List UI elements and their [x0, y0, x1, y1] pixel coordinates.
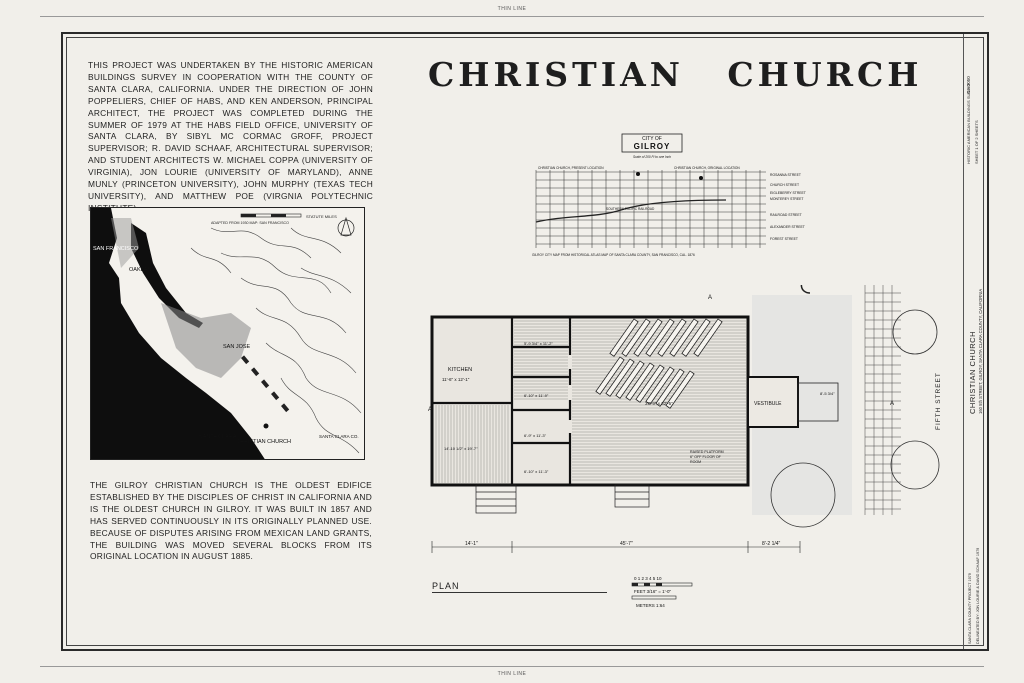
dimension-middle: 45'-7"	[620, 541, 633, 547]
tb-survey-number: CA-2050	[966, 76, 971, 94]
city-map-caption: GILROY CITY MAP FROM HISTORICAL ATLAS MA…	[532, 253, 695, 257]
sheet-frame	[61, 32, 989, 651]
pew	[645, 318, 675, 357]
floor-plan: A A A KITCHEN 11'-6" x 12'-1" VESTIBULE …	[420, 274, 940, 575]
tb-address: 160 5th STREET, GILROY, SANTA CLARA COUN…	[978, 288, 983, 414]
label-santa-clara-county: SANTA CLARA CO.	[319, 434, 359, 439]
pew	[665, 370, 695, 409]
dimension-right: 8'-2 1/4"	[762, 541, 781, 547]
room-dimension: 6'-9" x 11'-3"	[524, 433, 547, 438]
pew	[657, 318, 687, 357]
section-marker-a: A	[428, 407, 432, 413]
map-credit-note: ADAPTED FROM 1930 MAP: SAN FRANCISCO	[211, 221, 289, 225]
tb-building-name: CHRISTIAN CHURCH	[968, 331, 977, 414]
street-label: CHURCH STREET	[770, 183, 799, 187]
tb-project: SANTA CLARA COUNTY PROJECT 1979	[968, 573, 972, 644]
pew	[681, 318, 711, 357]
street-label: MONTEREY STREET	[770, 197, 803, 201]
rule-bottom	[40, 666, 984, 667]
railroad-line	[535, 199, 727, 223]
original-location-marker	[699, 176, 703, 180]
rule-top	[40, 16, 984, 17]
pew	[609, 318, 639, 357]
street-label: RAILROAD STREET	[770, 213, 802, 217]
sanctuary-dimension: 37'-9" x 32'-5"	[645, 401, 673, 406]
label-christian-church: CHRISTIAN CHURCH	[236, 439, 291, 445]
scale-feet-label: FEET 3/16" = 1'-0"	[634, 589, 672, 594]
street-label: FOREST STREET	[770, 237, 798, 241]
present-location-marker	[636, 172, 640, 176]
label-santa-clara: SANTA CLARA	[199, 434, 237, 440]
dimension-left: 14'-1"	[465, 541, 478, 547]
street-label: ROSANNA STREET	[770, 173, 801, 177]
label-san-jose: SAN JOSE	[223, 344, 251, 350]
street-label: ALEXANDER STREET	[770, 225, 805, 229]
label-san-francisco: SAN FRANCISCO	[93, 246, 139, 252]
pew	[669, 318, 699, 357]
pew	[645, 366, 675, 405]
city-map-original-label: CHRISTIAN CHURCH, ORIGINAL LOCATION	[674, 166, 740, 170]
section-marker-a: A	[890, 401, 894, 407]
plan-label: PLAN	[432, 581, 460, 591]
city-map: CITY OF GILROY Scale of 200 Ft to one In…	[526, 130, 826, 260]
city-map-title: GILROY	[634, 142, 671, 151]
pew	[633, 318, 663, 357]
pew	[693, 318, 723, 357]
kitchen-label: KITCHEN	[448, 367, 472, 373]
church-location-marker	[263, 423, 269, 429]
tb-sheet: SHEET 1 OF 2 SHEETS	[974, 120, 979, 164]
plan-underline	[432, 592, 607, 593]
kitchen-dimension: 11'-6" x 12'-1"	[442, 377, 470, 382]
vestibule-dimension: 8'-5 3/4"	[820, 391, 835, 396]
pew	[615, 360, 645, 399]
pew	[621, 318, 651, 357]
room-dimension: 14'-10 1/2" x 19'-7"	[444, 446, 478, 451]
vestibule-label: VESTIBULE	[754, 401, 782, 407]
room-dimension: 6'-10" x 11'-9"	[524, 393, 549, 398]
room-dimension: 6'-10" x 11'-3"	[524, 469, 549, 474]
pew	[595, 356, 625, 395]
room-dimension: 5'-9 3/4" x 11'-2"	[524, 341, 553, 346]
trim-line-top: THIN LINE	[497, 6, 527, 12]
scale-meters-label: METERS 1:64	[636, 603, 665, 608]
section-marker-a: A	[708, 295, 712, 301]
platform-label: 6" OFF FLOOR OF	[690, 455, 722, 459]
scale-ticks: 0 1 2 3 4 5 10	[634, 576, 662, 581]
pew	[655, 368, 685, 407]
trim-line-bottom: THIN LINE	[497, 671, 527, 677]
scale-bar: 0 1 2 3 4 5 10 FEET 3/16" = 1'-0" METERS…	[590, 573, 700, 613]
title-block: HISTORIC AMERICAN BUILDINGS SURVEY SHEET…	[963, 34, 988, 649]
city-map-title-small: CITY OF	[642, 136, 662, 142]
platform-label: ROOM	[690, 460, 701, 464]
label-oakland: OAKLAND	[129, 267, 155, 273]
railroad-label: SOUTHERN PACIFIC RAILROAD	[606, 207, 655, 211]
tb-delineator: DELINEATED BY: JON LOURIE & DAVID SCHAAF…	[976, 547, 980, 644]
drawing-title: CHRISTIAN CHURCH	[428, 55, 923, 94]
fifth-street-label: FIFTH STREET	[935, 372, 942, 430]
history-paragraph: THE GILROY CHRISTIAN CHURCH IS THE OLDES…	[90, 480, 372, 562]
tb-survey: HISTORIC AMERICAN BUILDINGS SURVEY	[966, 82, 971, 164]
pew	[625, 362, 655, 401]
city-map-subtitle: Scale of 200 Ft to one Inch	[633, 155, 671, 159]
platform-label: RAISED PLATFORM	[690, 450, 724, 454]
pew	[635, 364, 665, 403]
map-scale-note: STATUTE MILES	[306, 214, 337, 219]
intro-paragraph: THIS PROJECT WAS UNDERTAKEN BY THE HISTO…	[88, 60, 373, 213]
region-map: STATUTE MILES ADAPTED FROM 1930 MAP: SAN…	[90, 207, 365, 460]
street-label: EIGLEBERRY STREET	[770, 191, 806, 195]
city-map-present-label: CHRISTIAN CHURCH, PRESENT LOCATION	[538, 166, 604, 170]
pew	[605, 358, 635, 397]
